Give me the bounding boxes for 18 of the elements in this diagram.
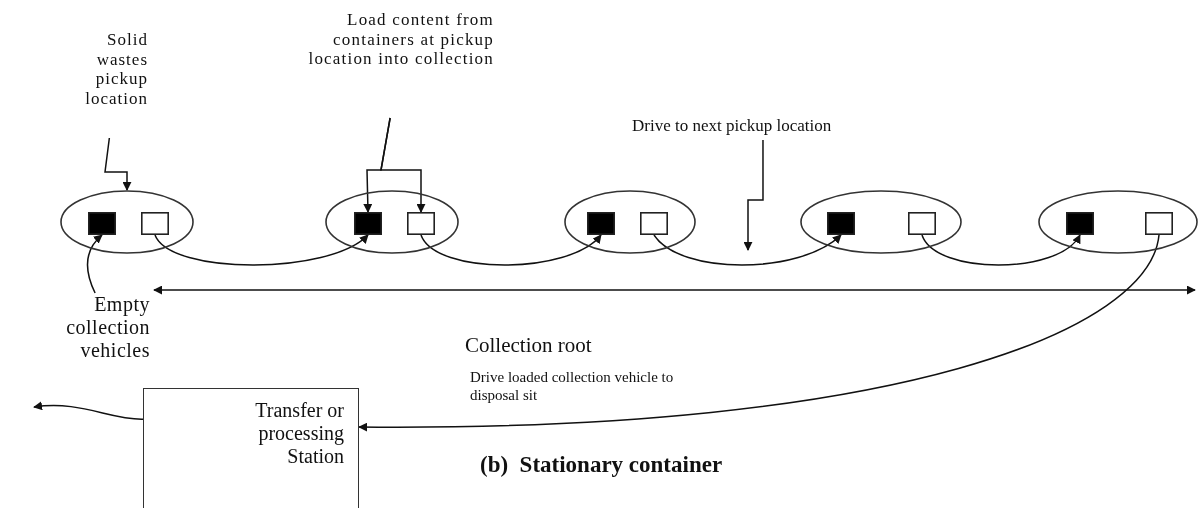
leader-line <box>104 137 132 191</box>
route-arrow <box>33 401 144 420</box>
callout-text: Empty collection vehicles <box>65 293 150 362</box>
route-arrow <box>743 139 764 251</box>
route-arrow <box>420 234 602 266</box>
station-label: Transfer or processing Station <box>254 399 344 468</box>
leader-line <box>380 117 426 213</box>
route-arrow <box>921 234 1081 266</box>
callout-text: Solid wastes pickup location <box>84 30 148 109</box>
route-label: Collection root <box>465 333 592 358</box>
caption: (b) Stationary container <box>480 452 723 478</box>
route-arrow <box>154 234 369 266</box>
callout-text: Load content from containers at pickup location into collection <box>307 10 494 69</box>
station-box <box>143 388 359 508</box>
route-arrow <box>86 234 103 294</box>
callout-text: Drive to next pickup location <box>632 116 833 136</box>
route-arrow <box>358 234 1160 432</box>
route-arrow <box>653 234 842 266</box>
